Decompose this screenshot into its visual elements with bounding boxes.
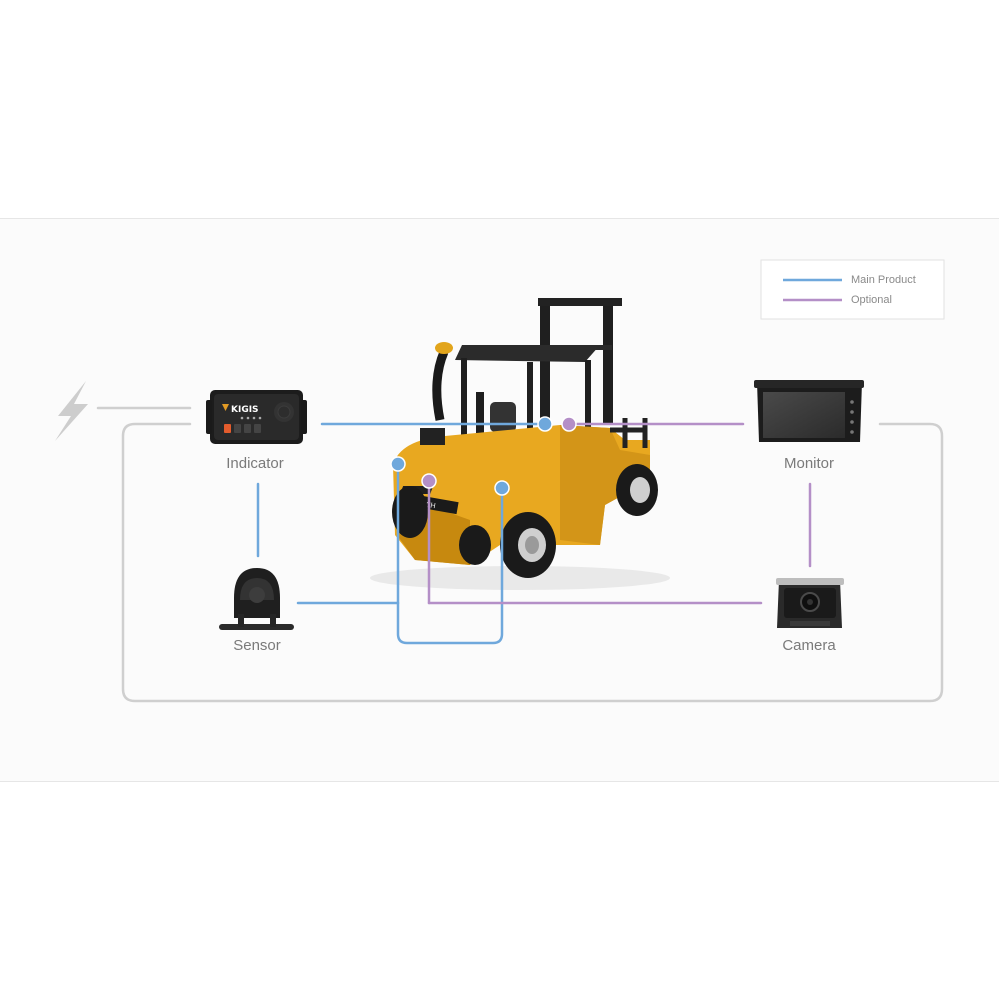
indicator-device: KIGIS xyxy=(206,390,307,444)
legend-main-label: Main Product xyxy=(851,274,916,286)
camera-label: Camera xyxy=(782,637,836,654)
monitor-icon xyxy=(754,380,864,442)
shield-logo-icon xyxy=(222,404,229,411)
lightning-bolt-icon xyxy=(55,381,88,441)
sensor-label: Sensor xyxy=(233,637,281,654)
optional-wiring xyxy=(427,422,812,605)
forklift-icon: SYSTECH xyxy=(370,298,670,590)
connection-points xyxy=(390,416,577,496)
legend-item-optional: Optional xyxy=(783,294,892,306)
legend-item-main: Main Product xyxy=(783,274,916,286)
legend-optional-label: Optional xyxy=(851,294,892,306)
indicator-logo-text: KIGIS xyxy=(231,405,259,415)
power-wiring xyxy=(96,406,944,703)
main-product-wiring xyxy=(256,422,547,645)
monitor-label: Monitor xyxy=(784,455,834,472)
legend: Main Product Optional xyxy=(760,259,945,320)
sensor-icon xyxy=(219,568,294,630)
indicator-label: Indicator xyxy=(226,455,284,472)
camera-icon xyxy=(776,578,844,628)
